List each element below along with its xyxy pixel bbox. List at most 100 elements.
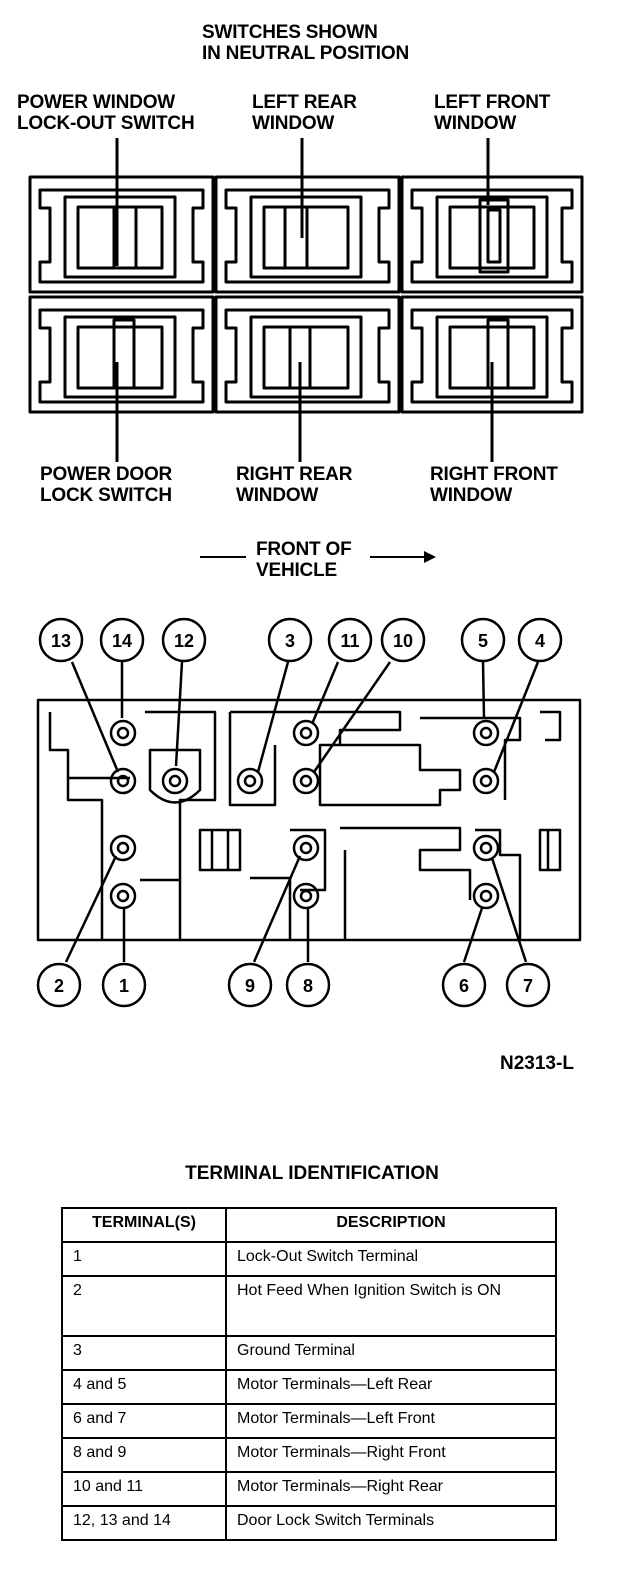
table-row: 3 Ground Terminal — [61, 1335, 557, 1371]
label-left-front-line-1: LEFT FRONT — [434, 92, 551, 113]
callout-number: 5 — [478, 631, 488, 651]
switch-left-rear — [214, 175, 401, 294]
terminal-cell: 10 and 11 — [61, 1471, 227, 1507]
table-header-row: TERMINAL(S) DESCRIPTION — [61, 1207, 557, 1243]
callout-11: 11 — [327, 617, 373, 663]
header-line-2: IN NEUTRAL POSITION — [202, 43, 409, 64]
label-right-rear-line-1: RIGHT REAR — [236, 464, 353, 485]
callout-3: 3 — [267, 617, 313, 663]
callout-7: 7 — [505, 962, 551, 1008]
stud-14 — [109, 719, 137, 747]
terminal-cell: 8 and 9 — [61, 1437, 227, 1473]
callout-1: 1 — [101, 962, 147, 1008]
header-description: DESCRIPTION — [225, 1207, 557, 1243]
switch-diagram: 13 14 12 3 11 10 5 4 2 1 9 8 6 7 — [28, 138, 584, 1008]
callout-5: 5 — [460, 617, 506, 663]
callout-number: 11 — [340, 631, 359, 651]
callout-number: 14 — [112, 631, 132, 651]
callout-4: 4 — [517, 617, 563, 663]
callout-number: 2 — [54, 976, 64, 996]
callout-8: 8 — [285, 962, 331, 1008]
table-title: TERMINAL IDENTIFICATION — [185, 1163, 439, 1184]
callout-12: 12 — [161, 617, 207, 663]
stud-8 — [292, 882, 320, 910]
switch-panel — [28, 138, 584, 462]
description-cell: Hot Feed When Ignition Switch is ON — [225, 1275, 557, 1337]
label-left-front-line-2: WINDOW — [434, 113, 517, 134]
terminal-table: TERMINAL(S) DESCRIPTION 1 Lock-Out Switc… — [61, 1207, 557, 1541]
callout-number: 13 — [51, 631, 71, 651]
stud-5 — [472, 719, 500, 747]
callout-number: 10 — [393, 631, 413, 651]
callout-6: 6 — [441, 962, 487, 1008]
terminal-cell: 1 — [61, 1241, 227, 1277]
callout-9: 9 — [227, 962, 273, 1008]
figure-id: N2313-L — [500, 1053, 574, 1074]
stud-13 — [109, 767, 137, 795]
callout-number: 6 — [459, 976, 469, 996]
callout-number: 4 — [535, 631, 545, 651]
description-cell: Door Lock Switch Terminals — [225, 1505, 557, 1541]
callout-2: 2 — [36, 962, 82, 1008]
stud-6 — [472, 882, 500, 910]
terminal-studs — [109, 719, 500, 910]
label-right-rear-window: RIGHT REAR WINDOW — [236, 464, 352, 506]
label-right-front-line-2: WINDOW — [430, 485, 513, 506]
table-row: 2 Hot Feed When Ignition Switch is ON — [61, 1275, 557, 1337]
callout-number: 1 — [119, 976, 129, 996]
switch-left-front — [400, 175, 584, 294]
diagram-header: SWITCHES SHOWN IN NEUTRAL POSITION — [202, 22, 409, 64]
label-left-front-window: LEFT FRONT WINDOW — [434, 92, 550, 134]
header-terminals: TERMINAL(S) — [61, 1207, 227, 1243]
label-door-lock-line-1: POWER DOOR — [40, 464, 173, 485]
label-door-lock-line-2: LOCK SWITCH — [40, 485, 172, 506]
description-cell: Motor Terminals—Left Front — [225, 1403, 557, 1439]
callout-13: 13 — [38, 617, 84, 663]
terminal-cell: 4 and 5 — [61, 1369, 227, 1405]
stud-9 — [292, 834, 320, 862]
table-row: 10 and 11 Motor Terminals—Right Rear — [61, 1471, 557, 1507]
terminal-cell: 2 — [61, 1275, 227, 1337]
terminal-cell: 12, 13 and 14 — [61, 1505, 227, 1541]
label-right-front-line-1: RIGHT FRONT — [430, 464, 558, 485]
label-right-rear-line-2: WINDOW — [236, 485, 319, 506]
callout-leaders — [64, 661, 540, 963]
description-cell: Lock-Out Switch Terminal — [225, 1241, 557, 1277]
label-lockout-switch: POWER WINDOW LOCK-OUT SWITCH — [17, 92, 195, 134]
callout-number: 12 — [174, 631, 194, 651]
label-left-rear-line-1: LEFT REAR — [252, 92, 357, 113]
table-row: 6 and 7 Motor Terminals—Left Front — [61, 1403, 557, 1439]
description-cell: Ground Terminal — [225, 1335, 557, 1371]
table-row: 4 and 5 Motor Terminals—Left Rear — [61, 1369, 557, 1405]
switch-door-lock — [28, 295, 215, 414]
callout-number: 3 — [285, 631, 295, 651]
table-row: 8 and 9 Motor Terminals—Right Front — [61, 1437, 557, 1473]
stud-4 — [472, 767, 500, 795]
callout-number: 8 — [303, 976, 313, 996]
front-arrow — [200, 551, 436, 563]
switch-right-rear — [214, 295, 401, 414]
stud-1 — [109, 882, 137, 910]
switch-lockout — [28, 175, 215, 294]
label-left-rear-window: LEFT REAR WINDOW — [252, 92, 357, 134]
label-lockout-line-2: LOCK-OUT SWITCH — [17, 113, 195, 134]
callout-number: 7 — [523, 976, 533, 996]
description-cell: Motor Terminals—Right Front — [225, 1437, 557, 1473]
front-of-vehicle-line-1: FRONT OF — [256, 539, 352, 560]
stud-2 — [109, 834, 137, 862]
table-row: 12, 13 and 14 Door Lock Switch Terminals — [61, 1505, 557, 1541]
stud-3 — [236, 767, 264, 795]
label-left-rear-line-2: WINDOW — [252, 113, 335, 134]
description-cell: Motor Terminals—Left Rear — [225, 1369, 557, 1405]
label-right-front-window: RIGHT FRONT WINDOW — [430, 464, 558, 506]
table-row: 1 Lock-Out Switch Terminal — [61, 1241, 557, 1277]
stud-12 — [161, 767, 189, 795]
header-line-1: SWITCHES SHOWN — [202, 22, 378, 43]
label-door-lock-switch: POWER DOOR LOCK SWITCH — [40, 464, 172, 506]
description-cell: Motor Terminals—Right Rear — [225, 1471, 557, 1507]
terminal-cell: 3 — [61, 1335, 227, 1371]
front-of-vehicle-line-2: VEHICLE — [256, 560, 337, 581]
callout-number: 9 — [245, 976, 255, 996]
stud-7 — [472, 834, 500, 862]
stud-11 — [292, 719, 320, 747]
